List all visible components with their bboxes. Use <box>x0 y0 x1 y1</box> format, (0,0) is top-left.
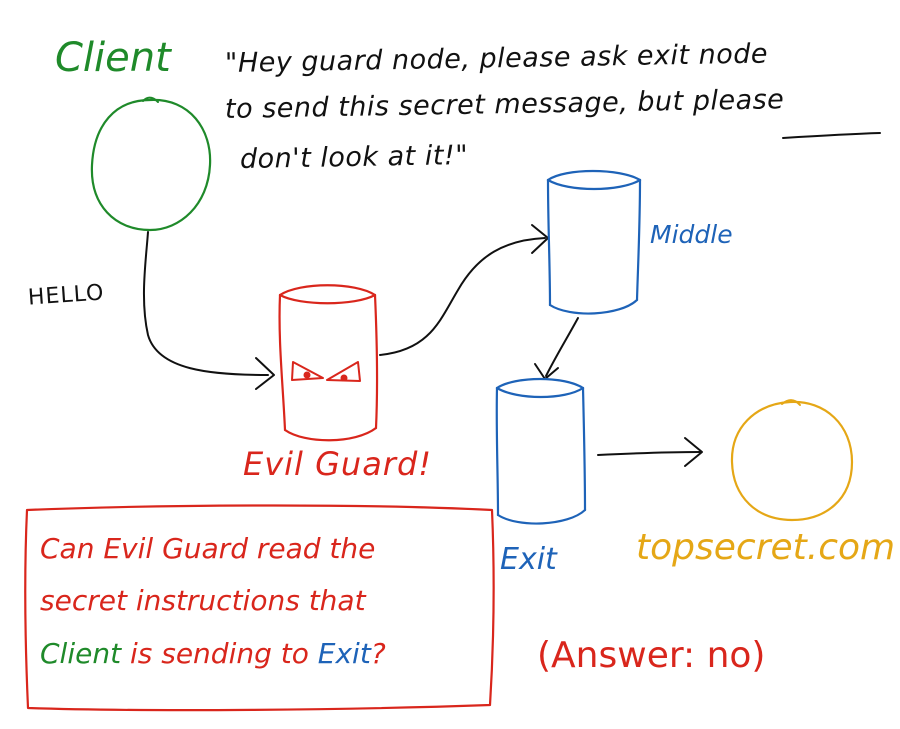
evil-guard-label: Evil Guard! <box>243 445 433 483</box>
client-label: Client <box>55 35 171 81</box>
please-underline <box>782 132 881 139</box>
question-client-word: Client <box>40 637 122 670</box>
destination-label: topsecret.com <box>636 527 896 568</box>
middle-node <box>546 169 642 315</box>
middle-to-exit-arrowhead <box>534 363 559 380</box>
middle-to-exit-arrow <box>545 317 579 377</box>
client-to-guard-arrowhead <box>255 357 275 390</box>
evil-guard-node <box>278 284 379 442</box>
question-box <box>24 504 495 712</box>
client-node-tuft <box>142 96 159 103</box>
exit-to-destination-arrowhead <box>684 437 703 467</box>
hello-message-label: HELLO <box>27 280 106 311</box>
answer-text: (Answer: no) <box>537 635 766 676</box>
evil-eyes-icon <box>291 361 361 382</box>
question-line-1: Can Evil Guard read the <box>40 532 376 565</box>
guard-to-middle-arrow <box>379 237 546 356</box>
exit-label: Exit <box>500 542 557 577</box>
client-node-circle <box>90 98 212 232</box>
middle-label: Middle <box>650 220 733 249</box>
destination-node-circle <box>730 400 854 522</box>
exit-to-destination-arrow <box>597 451 701 456</box>
question-mark: ? <box>370 637 386 670</box>
question-line-3: Client is sending to Exit? <box>40 640 386 668</box>
question-middle-text: is sending to <box>121 637 318 670</box>
question-line-2: secret instructions that <box>40 584 366 617</box>
quote-line-3: don't look at it!" <box>239 140 469 175</box>
client-to-guard-arrow <box>142 231 269 376</box>
exit-node <box>495 377 587 525</box>
destination-node-tuft <box>781 399 801 406</box>
question-exit-word: Exit <box>317 637 371 670</box>
